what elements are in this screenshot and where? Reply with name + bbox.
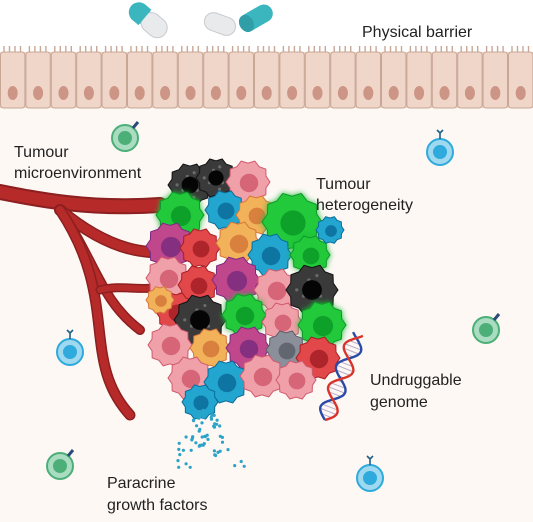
epithelial-cell-icon — [457, 46, 483, 109]
label-paracrine-growth-factors-line2: growth factors — [107, 497, 208, 514]
tumour-mass — [145, 158, 347, 420]
epithelial-cell-icon — [482, 46, 509, 109]
epithelial-cell-icon — [203, 46, 229, 109]
tumour-cell-icon — [145, 286, 175, 314]
label-physical-barrier: Physical barrier — [362, 24, 473, 41]
epithelial-cell-icon — [127, 46, 153, 109]
epithelial-layer — [0, 46, 533, 109]
epithelial-cell-icon — [508, 46, 533, 109]
epithelial-cell-icon — [101, 46, 127, 109]
tumour-cell-icon — [195, 158, 237, 198]
capsule-icon — [128, 2, 168, 39]
tumour-cell-icon — [275, 360, 317, 400]
label-tumour-heterogeneity-line2: heterogeneity — [316, 197, 413, 214]
epithelial-cell-icon — [228, 46, 255, 109]
label-paracrine-growth-factors-line1: Paracrine — [107, 475, 176, 492]
epithelial-cell-icon — [355, 46, 382, 109]
dna-helix-icon — [318, 331, 364, 422]
epithelial-cell-icon — [304, 46, 331, 109]
tumour-cell-icon — [297, 301, 347, 349]
label-tumour-microenvironment-line1: Tumour — [14, 144, 69, 161]
tumour-cell-icon — [253, 268, 299, 312]
epithelial-cell-icon — [152, 46, 178, 109]
epithelial-cell-icon — [25, 46, 51, 109]
immune-cell-icon — [56, 329, 84, 366]
capsule-icon — [238, 4, 273, 33]
immune-cell-icon — [356, 455, 384, 492]
blood-vessel-icon — [0, 183, 168, 421]
label-tumour-heterogeneity-line1: Tumour — [316, 176, 371, 193]
tumour-cell-icon — [204, 190, 246, 230]
epithelial-cell-icon — [381, 46, 407, 109]
epithelial-cell-icon — [177, 46, 204, 109]
capsule-icon — [203, 12, 237, 36]
tumour-cell-icon — [181, 384, 219, 420]
tumour-cell-icon — [145, 222, 195, 270]
epithelial-cell-icon — [254, 46, 280, 109]
tumour-cell-icon — [289, 235, 331, 275]
tumour-cell-icon — [179, 228, 221, 268]
epithelial-cell-icon — [431, 46, 458, 109]
immune-cell-icon — [426, 129, 454, 166]
label-tumour-microenvironment-line2: microenvironment — [14, 165, 142, 182]
epithelial-cell-icon — [279, 46, 305, 109]
tumour-cell-icon — [315, 216, 345, 244]
label-undruggable-genome-line2: genome — [370, 394, 428, 411]
immune-cell-icon — [472, 313, 501, 344]
growth-factor-dots — [176, 408, 246, 469]
epithelial-cell-icon — [0, 46, 26, 109]
tumour-cell-icon — [265, 330, 307, 370]
immune-cell-icon — [46, 449, 75, 480]
epithelial-cell-icon — [76, 46, 102, 109]
epithelial-cell-icon — [330, 46, 356, 109]
epithelial-cell-icon — [50, 46, 77, 109]
immune-cell-icon — [111, 121, 140, 152]
epithelial-cell-icon — [406, 46, 432, 109]
tumour-cell-icon — [177, 265, 219, 305]
label-undruggable-genome-line1: Undruggable — [370, 372, 462, 389]
immune-cells — [46, 121, 501, 492]
tumour-cell-icon — [147, 323, 193, 367]
tumour-cell-icon — [239, 354, 285, 398]
